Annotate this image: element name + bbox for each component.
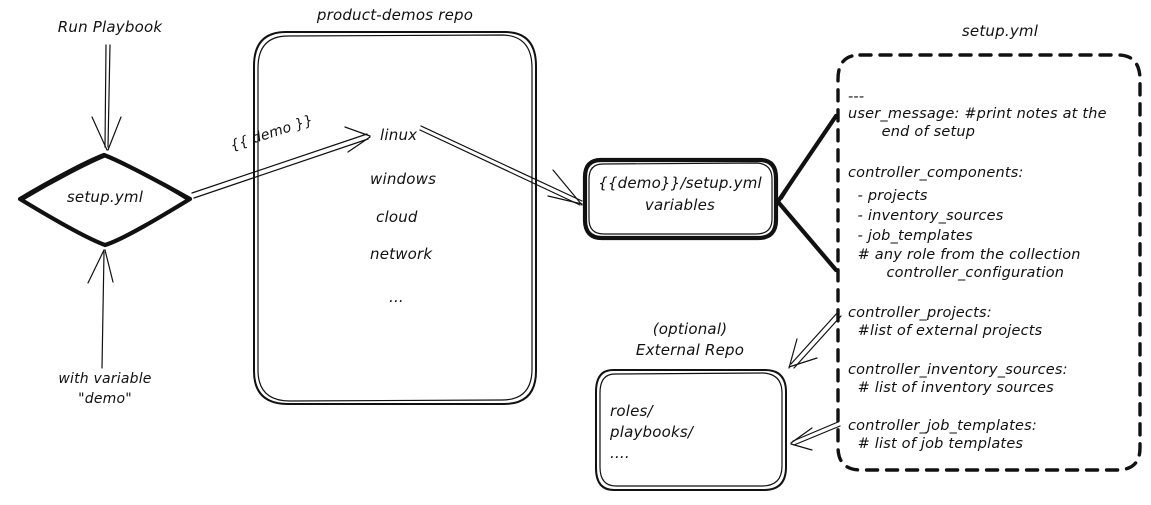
setup-yml-line-12: #list of external projects [848, 323, 1043, 339]
external-repo-item-roles[interactable]: roles/ [610, 402, 653, 420]
product-demos-repo-title: product-demos repo [316, 6, 474, 24]
setup-yml-line-6: - inventory_sources [848, 208, 1004, 224]
setup-yml-line-5: - projects [848, 188, 928, 204]
setup-yml-line-9: controller_configuration [848, 265, 1065, 281]
product-demos-repo-shape[interactable] [253, 31, 537, 405]
external-repo-title-line2: External Repo [635, 341, 745, 359]
variables-box-line1: {{demo}}/setup.yml [598, 174, 762, 192]
setup-yml-line-0: --- [848, 89, 865, 105]
demo-setup-variables-shape[interactable] [582, 157, 779, 241]
repo-item-ellipsis: ... [389, 288, 404, 306]
setup-yml-diamond-label: setup.yml [66, 188, 144, 206]
with-variable-label-line1: with variable [58, 371, 152, 387]
linux-to-variables-arrow [419, 125, 583, 206]
setup-yml-line-2: end of setup [848, 124, 976, 140]
setup-yml-file-shape[interactable] [836, 53, 1142, 472]
repo-item-network[interactable]: network [370, 245, 433, 263]
setup-yml-line-17: controller_job_templates: [848, 418, 1037, 434]
controller-job-templates-to-external-repo-arrow [790, 421, 841, 451]
with-variable-arrow [87, 249, 114, 369]
setup-yml-line-11: controller_projects: [848, 305, 992, 321]
repo-item-linux[interactable]: linux [380, 126, 418, 144]
setup-yml-line-1: user_message: #print notes at the [848, 106, 1107, 122]
external-repo-item-playbooks[interactable]: playbooks/ [610, 423, 694, 441]
external-repo-title-line1: (optional) [652, 320, 728, 338]
with-variable-label-line2: "demo" [78, 391, 132, 407]
run-playbook-arrow [91, 44, 122, 151]
setup-yml-line-18: # list of job templates [848, 436, 1024, 452]
external-repo-shape[interactable] [595, 369, 787, 491]
setup-yml-line-8: # any role from the collection [848, 247, 1081, 263]
repo-item-windows[interactable]: windows [370, 170, 437, 188]
repo-item-cloud[interactable]: cloud [376, 208, 418, 226]
setup-yml-diamond-shape[interactable] [17, 152, 193, 248]
variables-box-line2: variables [644, 196, 716, 214]
setup-yml-line-7: - job_templates [848, 228, 973, 244]
setup-yml-file-title: setup.yml [961, 22, 1039, 40]
controller-projects-to-external-repo-arrow [788, 311, 842, 369]
external-repo-item-ellipsis: .... [610, 444, 630, 462]
setup-to-linux-arrow [191, 126, 371, 199]
run-playbook-label: Run Playbook [57, 18, 163, 36]
setup-yml-line-4: controller_components: [848, 165, 1024, 181]
setup-yml-line-14: controller_inventory_sources: [848, 362, 1068, 378]
setupyml-to-variables-connector [776, 113, 839, 273]
setup-yml-line-15: # list of inventory sources [848, 380, 1054, 396]
